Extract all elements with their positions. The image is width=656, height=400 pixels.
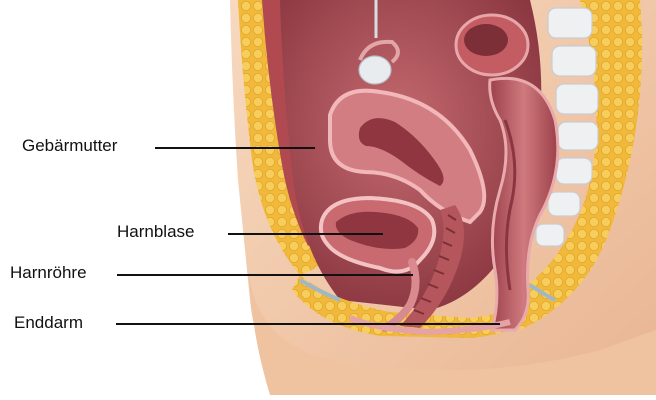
leader-urethra — [117, 274, 413, 276]
label-bladder: Harnblase — [117, 222, 195, 242]
leader-uterus — [155, 147, 315, 149]
label-uterus: Gebärmutter — [22, 136, 117, 156]
leader-rectum — [116, 323, 500, 325]
label-rectum: Enddarm — [14, 313, 83, 333]
leader-bladder — [228, 233, 383, 235]
label-urethra: Harnröhre — [10, 263, 87, 283]
